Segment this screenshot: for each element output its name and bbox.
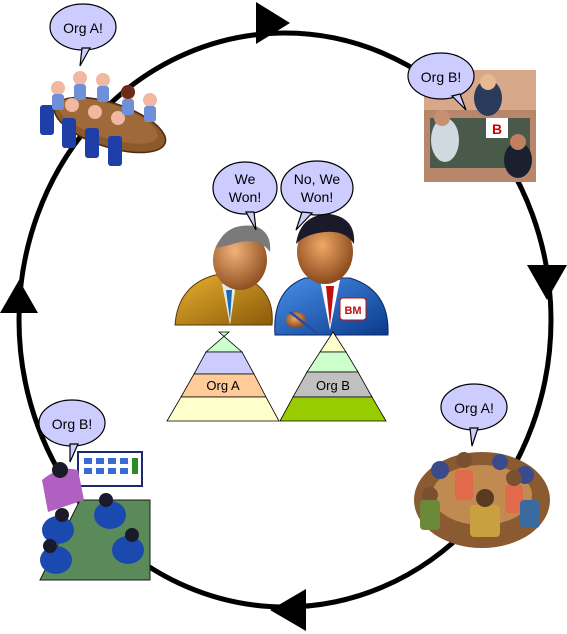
sign-letter: B [492,121,502,137]
name-badge: BM [344,305,361,317]
bubble-bottom-right-text: Org A! [454,400,494,416]
pyramid-left-tier-1 [204,331,244,353]
pyramid-left-label: Org A [206,378,240,393]
cycle-arrow-icon [270,589,306,631]
cycle-arrow-icon [256,2,290,44]
pyramid-right-label: Org B [316,378,350,393]
speech-bubble: No, We Won! [280,160,354,231]
bubble-center-right-line1: No, We [294,171,341,187]
bubble-center-left-line2: Won! [229,189,261,205]
meeting-clipart-icon [40,71,167,166]
speech-bubble: We Won! [212,161,278,231]
bubble-top-right-text: Org B! [421,69,461,85]
speech-bubble: Org B! [38,399,106,463]
presentation-clipart-icon [39,451,151,581]
speech-bubble: Org A! [440,383,508,447]
pyramid-right: Org B [279,331,387,422]
businessman-icon [174,225,273,326]
pyramid-left-tier-4 [166,396,280,422]
pyramid-left: Org A [166,331,280,422]
bubble-top-left-text: Org A! [63,20,103,36]
cycle-arrow-icon [0,280,38,313]
speech-bubble: Org B! [407,52,475,111]
businessman-icon: BM [274,214,389,336]
bubble-center-left-line1: We [235,171,256,187]
bubble-center-right-line2: Won! [301,189,333,205]
pyramid-left-tier-2 [193,351,255,375]
bubble-bottom-left-text: Org B! [52,416,92,432]
group-meeting-icon [414,452,550,548]
pyramid-right-tier-2 [306,351,359,373]
cycle-arrow-icon [527,265,567,300]
pyramid-right-tier-4 [279,396,387,422]
speech-bubble: Org A! [49,3,117,67]
